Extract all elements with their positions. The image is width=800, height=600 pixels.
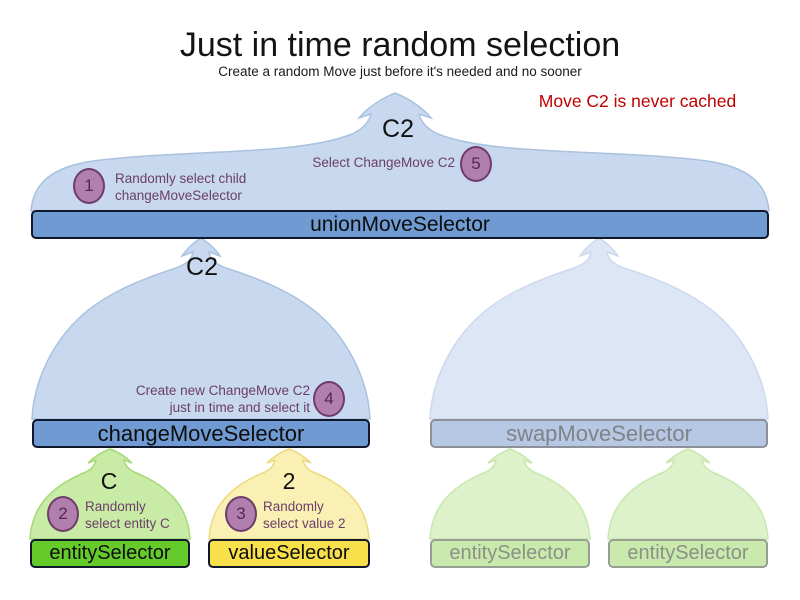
annotation-2-line1: Randomly bbox=[85, 499, 146, 514]
annotation-4-line2: just in time and select it bbox=[169, 400, 310, 415]
annotation-3-line1: Randomly bbox=[263, 499, 324, 514]
change-move-selector-bar: changeMoveSelector bbox=[32, 419, 370, 448]
annotation-2-circle: 2 bbox=[47, 496, 79, 532]
middle-pipe-label: C2 bbox=[186, 253, 218, 281]
annotation-2-line2: select entity C bbox=[85, 516, 170, 531]
value-selector-bar: valueSelector bbox=[208, 539, 370, 568]
entity-selector-faded-left-bar: entitySelector bbox=[430, 539, 590, 568]
annotation-1-text: Randomly select child changeMoveSelector bbox=[115, 170, 246, 204]
annotation-4-line1: Create new ChangeMove C2 bbox=[135, 383, 310, 398]
entity-pipe-label: C bbox=[100, 468, 118, 494]
page-title: Just in time random selection bbox=[179, 26, 621, 64]
annotation-1-line2: changeMoveSelector bbox=[115, 188, 242, 203]
page-subtitle: Create a random Move just before it's ne… bbox=[218, 64, 582, 79]
entity-selector-bar: entitySelector bbox=[30, 539, 190, 568]
union-move-selector-bar: unionMoveSelector bbox=[31, 210, 769, 239]
top-pipe-label: C2 bbox=[382, 115, 414, 143]
annotation-3-circle: 3 bbox=[225, 496, 257, 532]
annotation-4-text: Create new ChangeMove C2 just in time an… bbox=[136, 382, 310, 416]
annotation-3-text: Randomly select value 2 bbox=[263, 498, 346, 532]
annotation-3-line2: select value 2 bbox=[263, 516, 346, 531]
annotation-5-number: 5 bbox=[471, 154, 481, 173]
annotation-1-line1: Randomly select child bbox=[115, 171, 247, 186]
swap-move-selector-bar: swapMoveSelector bbox=[430, 419, 768, 448]
annotation-1-circle: 1 bbox=[73, 168, 105, 204]
swap-pipe-shape bbox=[429, 237, 769, 420]
value-pipe-label: 2 bbox=[282, 468, 296, 494]
entity-faded-left-pipe-shape bbox=[429, 448, 591, 540]
annotation-4-number: 4 bbox=[324, 389, 334, 408]
annotation-1-number: 1 bbox=[84, 176, 94, 195]
never-cached-note: Move C2 is never cached bbox=[538, 91, 737, 111]
union-pipe-shape bbox=[30, 92, 770, 212]
entity-selector-faded-right-bar: entitySelector bbox=[608, 539, 768, 568]
annotation-5-line1: Select ChangeMove C2 bbox=[312, 155, 455, 170]
annotation-5-circle: 5 bbox=[460, 146, 492, 182]
annotation-4-circle: 4 bbox=[313, 381, 345, 417]
annotation-2-number: 2 bbox=[58, 504, 68, 523]
annotation-5-text: Select ChangeMove C2 bbox=[312, 154, 455, 171]
annotation-3-number: 3 bbox=[236, 504, 246, 523]
annotation-2-text: Randomly select entity C bbox=[85, 498, 170, 532]
entity-faded-right-pipe-shape bbox=[607, 448, 769, 540]
